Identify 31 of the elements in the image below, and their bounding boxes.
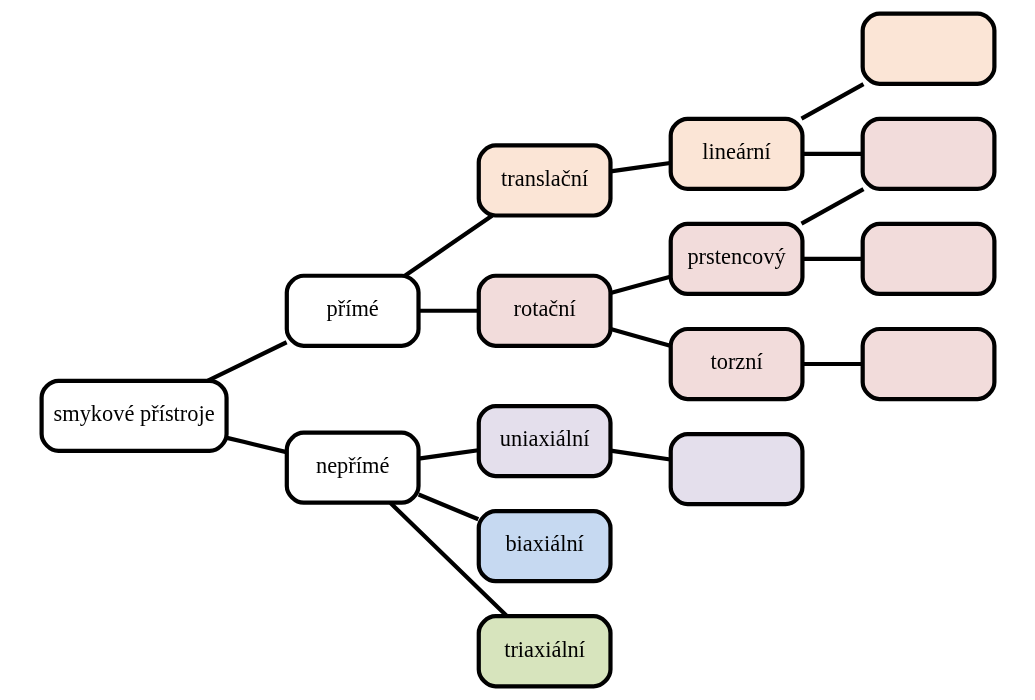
node-box [860,11,996,86]
node-box: přímé [284,273,421,348]
node-box: uniaxiální [476,403,613,479]
connector [800,187,864,226]
connector [417,448,479,461]
node-box: biaxiální [476,509,613,584]
node-box: nepřímé [284,430,421,505]
node-box: torzní [668,326,805,402]
connector [417,492,479,522]
connector [403,214,493,278]
node-box: prstencový [668,221,805,297]
node-box: lineární [668,116,805,191]
node-box [860,116,996,191]
node-box: rotační [476,273,613,348]
connector [609,160,671,174]
connector [206,340,288,383]
connector [802,151,862,156]
connector [418,308,478,313]
connector [802,256,862,262]
connector [226,435,287,455]
connector [609,274,671,296]
node-box: smykové přístroje [39,378,229,453]
node-box [668,431,805,507]
connector [799,82,864,121]
connector [609,448,671,462]
connector [609,326,671,348]
node-box: triaxiální [476,614,613,689]
node-box: translační [476,143,613,218]
node-box [860,221,996,297]
node-box [860,326,996,402]
connector [802,361,862,367]
